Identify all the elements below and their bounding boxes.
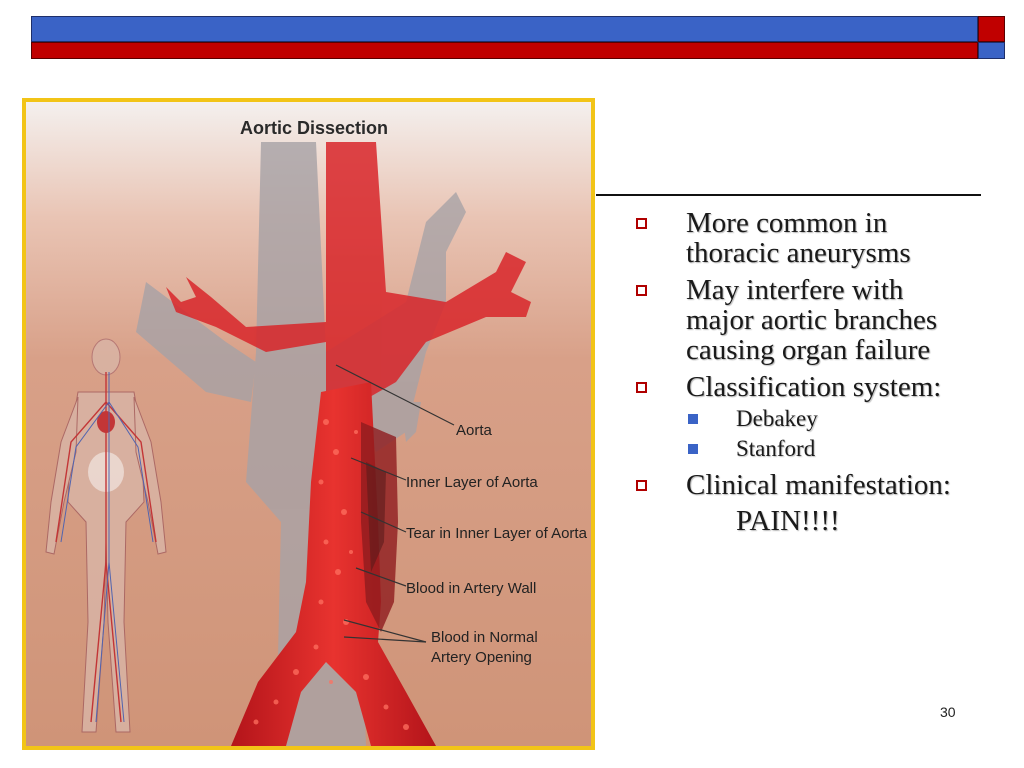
hollow-square-bullet-icon	[636, 382, 647, 393]
bullet-item: More common in thoracic aneurysms	[632, 208, 1002, 268]
aortic-dissection-illustration: Aortic Dissection Aorta Inner Layer of A…	[26, 102, 591, 746]
banner-blue-square	[978, 42, 1005, 59]
hollow-square-bullet-icon	[636, 285, 647, 296]
filled-square-bullet-icon	[688, 414, 698, 424]
divider-line	[596, 194, 981, 196]
banner-blue-bar	[31, 16, 978, 42]
label-blood-in-wall: Blood in Artery Wall	[406, 580, 536, 597]
pain-emphasis: PAIN!!!!	[632, 504, 1002, 538]
title-banner	[31, 16, 1005, 59]
aortic-dissection-figure: Aortic Dissection Aorta Inner Layer of A…	[22, 98, 595, 750]
hollow-square-bullet-icon	[636, 480, 647, 491]
label-tear: Tear in Inner Layer of Aorta	[406, 525, 588, 542]
sub-bullet-item: Stanford	[632, 434, 1002, 464]
bullet-item: Clinical manifestation:	[632, 470, 1002, 500]
label-inner-layer: Inner Layer of Aorta	[406, 474, 538, 491]
bullet-item: Classification system:	[632, 372, 1002, 402]
label-blood-normal-2: Artery Opening	[431, 649, 532, 666]
filled-square-bullet-icon	[688, 444, 698, 454]
banner-red-bar	[31, 42, 978, 59]
hollow-square-bullet-icon	[636, 218, 647, 229]
page-number: 30	[940, 704, 956, 720]
banner-red-square	[978, 16, 1005, 42]
figure-title: Aortic Dissection	[240, 118, 388, 138]
bullet-item: May interfere with major aortic branches…	[632, 275, 1002, 365]
label-blood-normal-1: Blood in Normal	[431, 629, 538, 646]
label-aorta: Aorta	[456, 422, 493, 439]
sub-bullet-item: Debakey	[632, 404, 1002, 434]
bullet-list: More common in thoracic aneurysms May in…	[632, 208, 1002, 538]
